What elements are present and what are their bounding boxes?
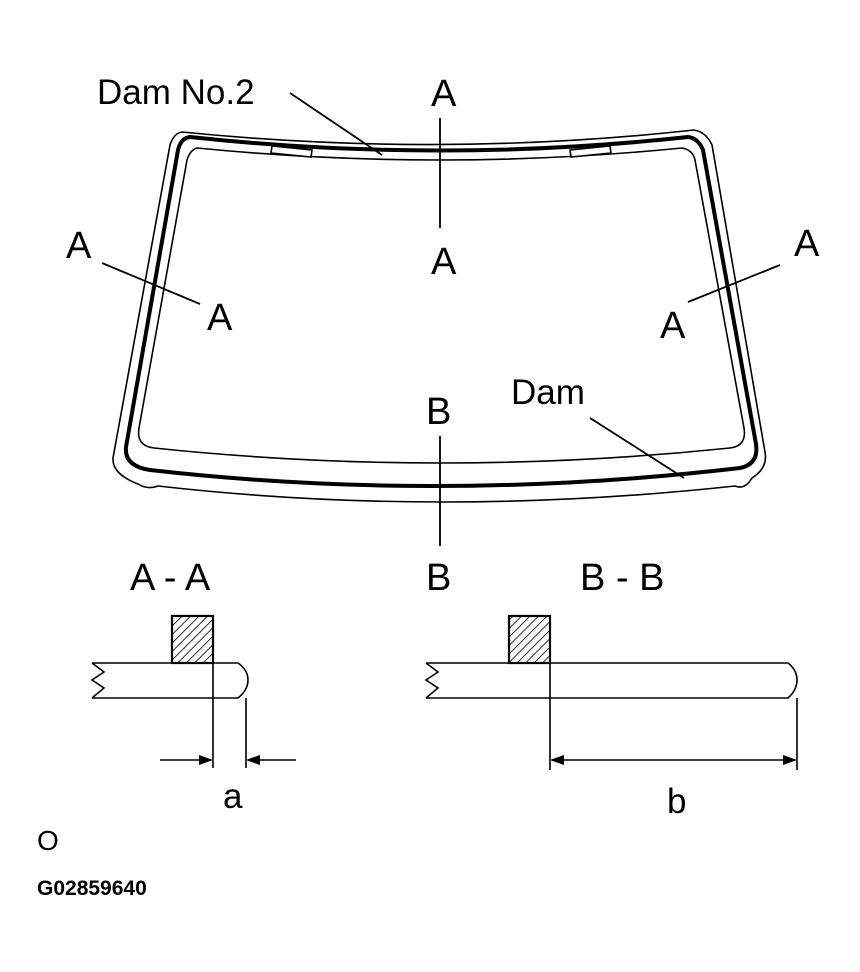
glass-edge-aa — [92, 662, 249, 699]
dam-block-bb — [507, 614, 552, 665]
leader-dam — [589, 417, 685, 479]
label-cut-top-lower: A — [431, 241, 457, 283]
section-bb-detail: b — [424, 614, 798, 821]
break-line-bb — [424, 662, 440, 699]
label-cut-left-inner: A — [207, 297, 233, 339]
arrow-aa-right — [246, 755, 260, 765]
leader-dam-no2 — [289, 92, 383, 156]
dam-no2-segment-right — [569, 145, 612, 158]
dim-label-b: b — [667, 782, 686, 821]
label-cut-right-inner: A — [660, 305, 686, 347]
dam-no2-segment-left — [270, 145, 313, 158]
section-aa-detail: a — [90, 614, 296, 816]
label-dam-no2: Dam No.2 — [97, 73, 255, 112]
label-dam: Dam — [511, 373, 585, 412]
corner-mark: O — [37, 825, 59, 856]
arrow-bb-right — [783, 755, 797, 765]
label-cut-top-upper: A — [431, 73, 457, 115]
label-cut-bottom-upper: B — [426, 391, 451, 433]
glass-edge-bb — [426, 662, 798, 699]
dim-label-a: a — [223, 777, 243, 816]
dam-block-aa — [170, 614, 215, 665]
label-cut-left-outer: A — [66, 225, 92, 267]
section-title-bb: B - B — [580, 557, 664, 599]
glass-inner-line — [137, 147, 746, 464]
section-title-aa: A - A — [130, 557, 211, 599]
label-cut-bottom-lower: B — [426, 557, 451, 599]
break-line-aa — [90, 662, 106, 699]
label-cut-right-outer: A — [794, 223, 820, 265]
windshield-outer-edge — [112, 129, 767, 503]
arrow-bb-left — [550, 755, 564, 765]
cut-line-left — [101, 262, 201, 305]
figure-id: G02859640 — [37, 877, 147, 900]
cut-line-right — [687, 264, 781, 303]
dam-bead — [123, 134, 759, 489]
arrow-aa-left — [199, 755, 213, 765]
